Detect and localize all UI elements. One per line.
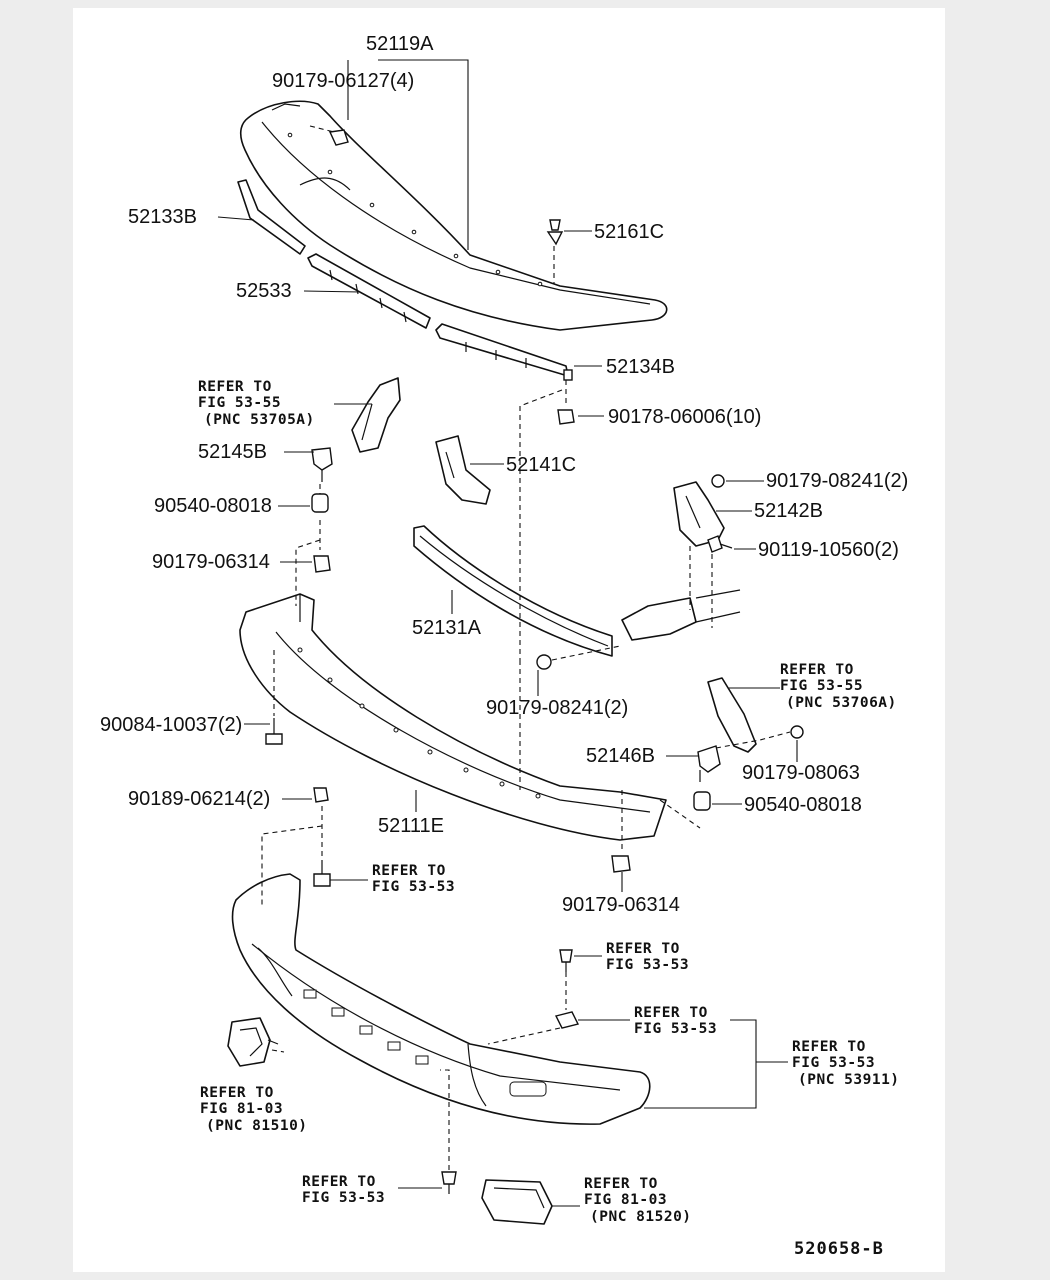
svg-text:REFER TO: REFER TO xyxy=(792,1039,866,1055)
svg-text:REFER TO: REFER TO xyxy=(198,379,272,395)
part-90189-06214 xyxy=(313,787,329,803)
svg-text:(PNC 53705A): (PNC 53705A) xyxy=(204,412,315,428)
label-90179-06127: 90179-06127(4) xyxy=(272,70,414,92)
part-52145B xyxy=(311,447,333,482)
label-52533: 52533 xyxy=(236,280,292,302)
part-clip-53-53-d xyxy=(441,1171,457,1194)
svg-text:FIG 53-53: FIG 53-53 xyxy=(302,1190,385,1206)
reference-notes: REFER TO FIG 53-55 (PNC 53705A) REFER TO… xyxy=(198,379,900,1225)
part-fog-lamp-81520 xyxy=(481,1179,553,1225)
part-90179-06314-b xyxy=(611,855,631,873)
label-90179-06314-a: 90179-06314 xyxy=(152,551,270,573)
label-90179-06314-b: 90179-06314 xyxy=(562,894,680,916)
svg-text:FIG 53-53: FIG 53-53 xyxy=(792,1055,875,1071)
svg-text:REFER TO: REFER TO xyxy=(606,941,680,957)
part-52141C xyxy=(435,435,491,505)
refer-note-53-53-a: REFER TO FIG 53-53 xyxy=(372,863,455,895)
svg-text:FIG 81-03: FIG 81-03 xyxy=(200,1101,283,1117)
label-52161C: 52161C xyxy=(594,221,664,243)
label-52141C: 52141C xyxy=(506,454,576,476)
part-90179-06127 xyxy=(328,129,349,146)
svg-text:FIG 53-55: FIG 53-55 xyxy=(198,395,281,411)
label-90084-10037: 90084-10037(2) xyxy=(100,714,242,736)
part-lower-valance xyxy=(231,873,651,1125)
label-90540-08018-b: 90540-08018 xyxy=(744,794,862,816)
part-90540-08018-a xyxy=(311,493,329,513)
svg-text:REFER TO: REFER TO xyxy=(780,662,854,678)
svg-text:REFER TO: REFER TO xyxy=(372,863,446,879)
part-bracket-53706A xyxy=(707,677,757,753)
svg-text:FIG 53-53: FIG 53-53 xyxy=(372,879,455,895)
svg-text:REFER TO: REFER TO xyxy=(584,1176,658,1192)
label-90179-08241-a: 90179-08241(2) xyxy=(766,470,908,492)
part-90178-06006 xyxy=(557,409,575,425)
part-90084-10037 xyxy=(265,718,283,745)
label-90179-08241-b: 90179-08241(2) xyxy=(486,697,628,719)
label-90179-08063: 90179-08063 xyxy=(742,762,860,784)
part-52131A xyxy=(413,525,613,657)
label-90189-06214: 90189-06214(2) xyxy=(128,788,270,810)
part-52146B xyxy=(697,745,721,782)
part-90540-08018-b xyxy=(693,791,711,811)
label-90178-06006: 90178-06006(10) xyxy=(608,406,761,428)
part-frame-rail xyxy=(621,589,741,641)
svg-text:FIG 53-53: FIG 53-53 xyxy=(634,1021,717,1037)
part-90179-08241-b xyxy=(536,654,552,670)
refer-note-81520: REFER TO FIG 81-03 (PNC 81520) xyxy=(584,1176,692,1225)
part-bolt-53-53-a xyxy=(313,860,331,887)
svg-text:FIG 53-55: FIG 53-55 xyxy=(780,678,863,694)
label-52142B: 52142B xyxy=(754,500,823,522)
leader-lines xyxy=(217,59,798,1207)
label-52131A: 52131A xyxy=(412,617,482,639)
svg-text:(PNC 81510): (PNC 81510) xyxy=(206,1118,308,1134)
label-52146B: 52146B xyxy=(586,745,655,767)
svg-text:(PNC 53911): (PNC 53911) xyxy=(798,1072,900,1088)
label-52111E: 52111E xyxy=(378,815,444,837)
label-52133B: 52133B xyxy=(128,206,197,228)
part-clip-53-53-b xyxy=(559,949,573,972)
part-90179-08241-a xyxy=(711,474,725,488)
part-52111E xyxy=(239,593,667,841)
part-52119A xyxy=(239,100,668,331)
refer-note-53-53-d: REFER TO FIG 53-53 xyxy=(302,1174,385,1206)
refer-note-81510: REFER TO FIG 81-03 (PNC 81510) xyxy=(200,1085,308,1134)
figure-code: 520658-B xyxy=(794,1239,884,1259)
part-52134B xyxy=(435,323,569,377)
refer-note-53705A: REFER TO FIG 53-55 (PNC 53705A) xyxy=(198,379,315,428)
svg-text:(PNC 81520): (PNC 81520) xyxy=(590,1209,692,1225)
part-90179-06314-a xyxy=(313,555,331,573)
part-52134B-clip xyxy=(563,369,573,381)
refer-note-53-53-c: REFER TO FIG 53-53 xyxy=(634,1005,717,1037)
label-90119-10560: 90119-10560(2) xyxy=(758,539,899,561)
part-bracket-53705A xyxy=(351,377,401,453)
part-52161C xyxy=(546,219,564,246)
svg-text:REFER TO: REFER TO xyxy=(302,1174,376,1190)
part-52142B xyxy=(673,481,725,547)
part-90179-08063 xyxy=(790,725,804,739)
part-52133B xyxy=(237,179,306,255)
svg-text:REFER TO: REFER TO xyxy=(634,1005,708,1021)
svg-text:(PNC 53706A): (PNC 53706A) xyxy=(786,695,897,711)
part-clip-53-53-c xyxy=(554,1011,580,1029)
refer-note-53706A: REFER TO FIG 53-55 (PNC 53706A) xyxy=(780,662,897,711)
refer-note-53-53-b: REFER TO FIG 53-53 xyxy=(606,941,689,973)
svg-text:FIG 81-03: FIG 81-03 xyxy=(584,1192,667,1208)
label-52119A: 52119A xyxy=(366,33,434,55)
part-fog-lamp-81510 xyxy=(227,1017,279,1067)
refer-note-53911: REFER TO FIG 53-53 (PNC 53911) xyxy=(792,1039,900,1088)
label-52145B: 52145B xyxy=(198,441,267,463)
label-52134B: 52134B xyxy=(606,356,675,378)
part-90119-10560 xyxy=(707,535,733,553)
part-labels: 52119A 90179-06127(4) 52133B 52161C 5253… xyxy=(100,33,908,916)
label-90540-08018-a: 90540-08018 xyxy=(154,495,272,517)
svg-text:FIG 53-53: FIG 53-53 xyxy=(606,957,689,973)
svg-text:REFER TO: REFER TO xyxy=(200,1085,274,1101)
